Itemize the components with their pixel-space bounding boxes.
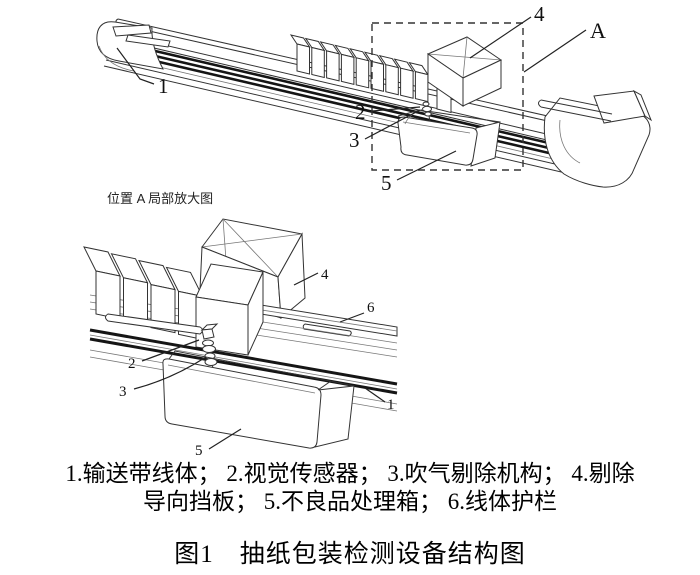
callout-4: 4 (534, 2, 545, 26)
callout-1: 1 (158, 74, 169, 98)
conveyor-line (104, 31, 600, 181)
package-box (306, 39, 325, 78)
callout-2: 2 (355, 100, 366, 124)
callout-region-A: A (590, 18, 606, 43)
legend-line-2: 导向挡板； 5.不良品处理箱； 6.线体护栏 (143, 489, 557, 514)
overview-callouts: 1 2 3 4 5 A (117, 2, 606, 195)
callout-6: 6 (367, 300, 375, 316)
figure-legend: 1.输送带线体； 2.视觉传感器； 3.吹气剔除机构； 4.剔除 导向挡板； 5… (0, 460, 700, 516)
callout-2: 2 (128, 356, 136, 372)
overview-drawing: 1 2 3 4 5 A (0, 2, 700, 195)
vision-sensor (405, 102, 432, 124)
package-box (395, 59, 414, 98)
callout-5: 5 (381, 171, 392, 195)
package-box (291, 35, 310, 74)
package-box (335, 45, 354, 84)
callout-4: 4 (321, 267, 329, 283)
deflector-guide-plate (428, 37, 501, 106)
package-box (409, 63, 428, 102)
reject-bin (398, 110, 500, 166)
reject-bin-detail (163, 351, 354, 448)
callout-1: 1 (387, 397, 395, 413)
package-box (84, 247, 120, 319)
package-row (291, 35, 451, 113)
legend-line-1: 1.输送带线体； 2.视觉传感器； 3.吹气剔除机构； 4.剔除 (65, 461, 635, 486)
zoom-region-box (372, 23, 523, 170)
package-box (321, 42, 340, 81)
near-rail-segment (106, 314, 203, 334)
conveyor-left-end (97, 22, 170, 71)
conveyor-right-end (539, 91, 652, 187)
figure-title: 图1 抽纸包装检测设备结构图 (174, 541, 526, 568)
callout-3: 3 (349, 128, 360, 152)
detail-callouts: 2 3 4 6 5 1 (119, 267, 395, 459)
callout-5: 5 (195, 443, 203, 459)
package-box (365, 52, 384, 91)
detail-drawing: 2 3 4 6 5 1 (0, 212, 700, 459)
locator-caption: 位置 A 局部放大图 (107, 191, 214, 206)
package-box (350, 49, 369, 88)
package-box (380, 56, 399, 95)
callout-3: 3 (119, 384, 127, 400)
